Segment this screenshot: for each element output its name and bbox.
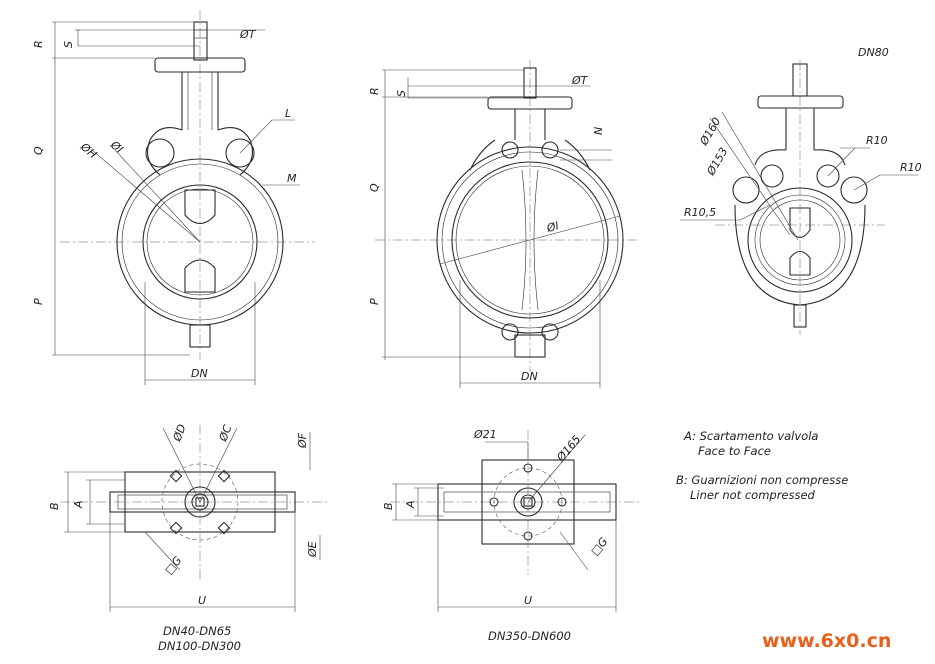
label-21: Ø21 [473, 428, 497, 441]
label-N: N [592, 127, 605, 135]
top-view-small [60, 425, 330, 612]
label-B-1: B [48, 502, 61, 510]
label-R10-a: R10 [866, 134, 888, 147]
top-view-large [390, 430, 640, 612]
title-dn80: DN80 [858, 46, 889, 59]
label-H-1: ØH [77, 140, 99, 161]
label-G-1: □G [162, 554, 184, 577]
label-Q-1: Q [32, 146, 45, 155]
front-view-small [52, 10, 315, 385]
label-U-2: U [524, 594, 532, 607]
label-T-2: ØT [571, 74, 589, 87]
label-R-1: R [32, 40, 45, 48]
label-R10-b: R10 [900, 161, 922, 174]
label-I-2: ØI [544, 219, 560, 235]
watermark: www.6x0.cn [762, 630, 891, 652]
label-P-2: P [368, 298, 381, 305]
label-E: ØE [306, 541, 319, 558]
label-S-1: S [62, 41, 75, 48]
label-A-1: A [72, 500, 85, 509]
label-D: ØD [170, 422, 188, 443]
label-C: ØC [216, 423, 234, 444]
note-a-line1: A: Scartamento valvola [683, 429, 818, 443]
label-P-1: P [32, 298, 45, 305]
label-R105: R10,5 [684, 206, 716, 219]
front-view-dn80 [680, 60, 918, 335]
label-L: L [285, 107, 291, 120]
label-U-1: U [198, 594, 206, 607]
note-b-line2: Liner not compressed [690, 488, 816, 502]
label-DN-2: DN [521, 370, 538, 383]
caption-left-line2: DN100-DN300 [158, 639, 241, 653]
label-R-2: R [368, 87, 381, 95]
label-153: Ø153 [704, 145, 731, 178]
note-b-line1: B: Guarnizioni non compresse [676, 473, 848, 487]
front-view-large [375, 60, 640, 388]
label-S-2: S [395, 90, 408, 97]
label-T-1: ØT [239, 28, 257, 41]
caption-middle: DN350-DN600 [488, 629, 571, 643]
label-F: ØF [296, 432, 309, 449]
label-A-2: A [404, 500, 417, 509]
label-DN-1: DN [191, 367, 208, 380]
label-Q-2: Q [368, 183, 381, 192]
label-I-1: ØI [107, 138, 125, 156]
label-M: M [287, 172, 297, 185]
note-a-line2: Face to Face [698, 444, 771, 458]
label-B-2: B [382, 502, 395, 510]
label-G-2: □G [588, 535, 610, 558]
caption-left-line1: DN40-DN65 [163, 624, 231, 638]
